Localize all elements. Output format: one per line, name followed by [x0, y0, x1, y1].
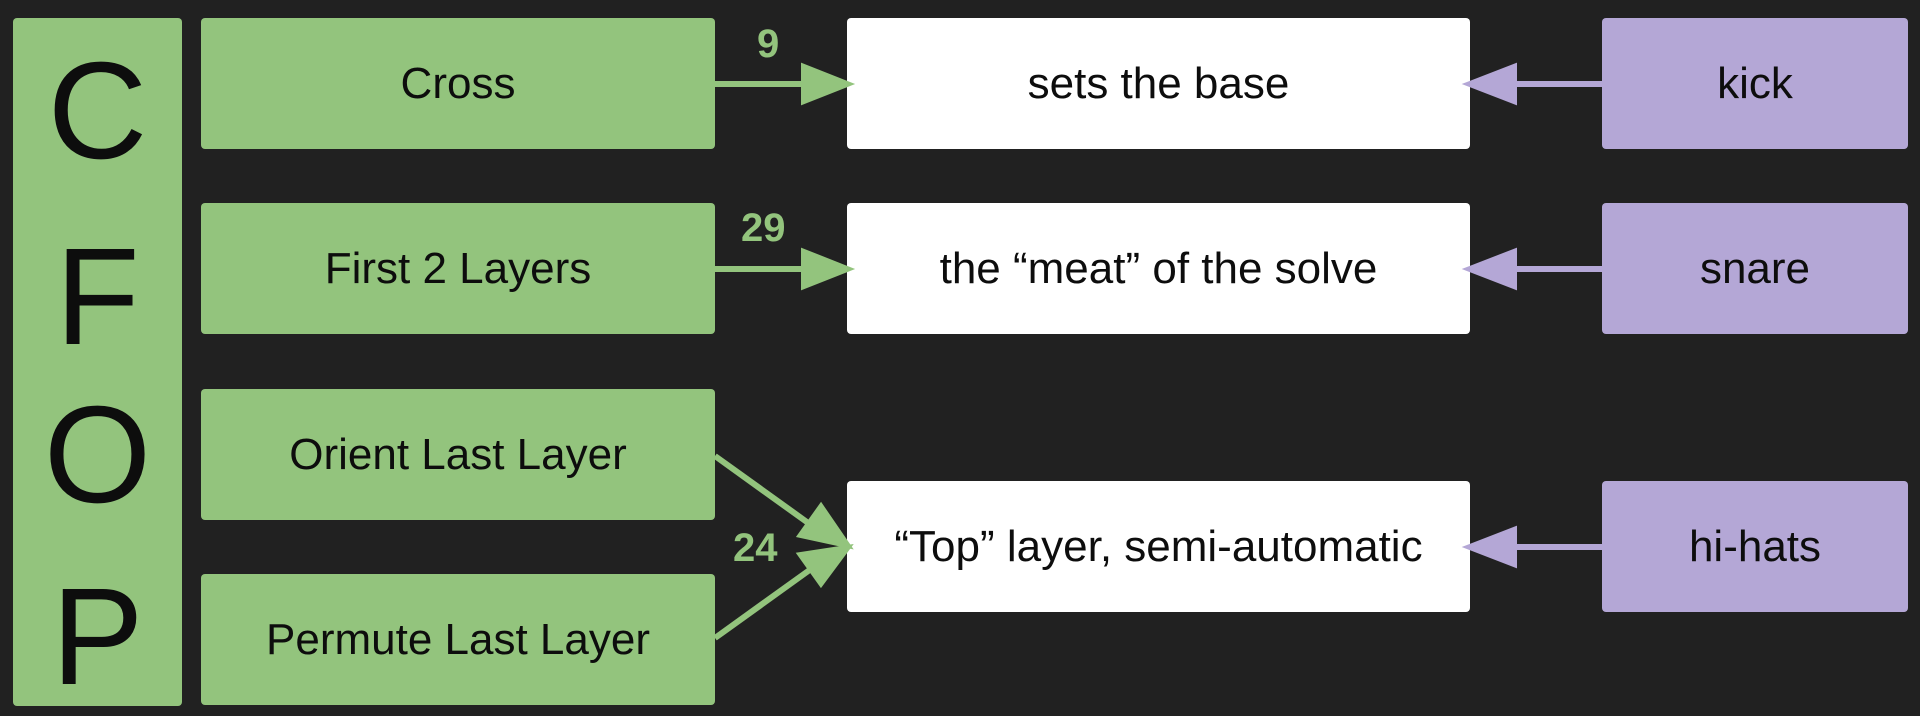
arrowhead-icon: [1461, 525, 1517, 569]
step-cross: Cross: [201, 18, 715, 149]
arrow-pll-to-top: [713, 566, 813, 641]
arrowhead-icon: [1461, 62, 1517, 106]
step-first-2-layers: First 2 Layers: [201, 203, 715, 334]
drum-hi-hats: hi-hats: [1602, 481, 1908, 612]
arrow-oll-to-top: [713, 453, 813, 528]
arrowhead-icon: [801, 247, 856, 291]
move-count-cross: 9: [757, 22, 780, 66]
move-count-last-layer: 24: [733, 526, 778, 570]
drum-kick: kick: [1602, 18, 1908, 149]
letter-o: O: [43, 378, 152, 532]
cfop-bar: [13, 18, 182, 706]
arrowhead-icon: [1461, 247, 1517, 291]
arrowhead-icon: [801, 62, 856, 106]
arrowhead-icon: [795, 501, 854, 550]
role-meat-of-the-solve: the “meat” of the solve: [847, 203, 1470, 334]
role-top-layer: “Top” layer, semi-automatic: [847, 481, 1470, 612]
arrowhead-icon: [795, 543, 854, 589]
letter-f: F: [55, 220, 140, 374]
role-sets-the-base: sets the base: [847, 18, 1470, 149]
letter-p: P: [51, 560, 144, 714]
step-permute-last-layer: Permute Last Layer: [201, 574, 715, 705]
letter-c: C: [47, 34, 148, 188]
move-count-f2l: 29: [741, 206, 786, 250]
step-orient-last-layer: Orient Last Layer: [201, 389, 715, 520]
drum-snare: snare: [1602, 203, 1908, 334]
